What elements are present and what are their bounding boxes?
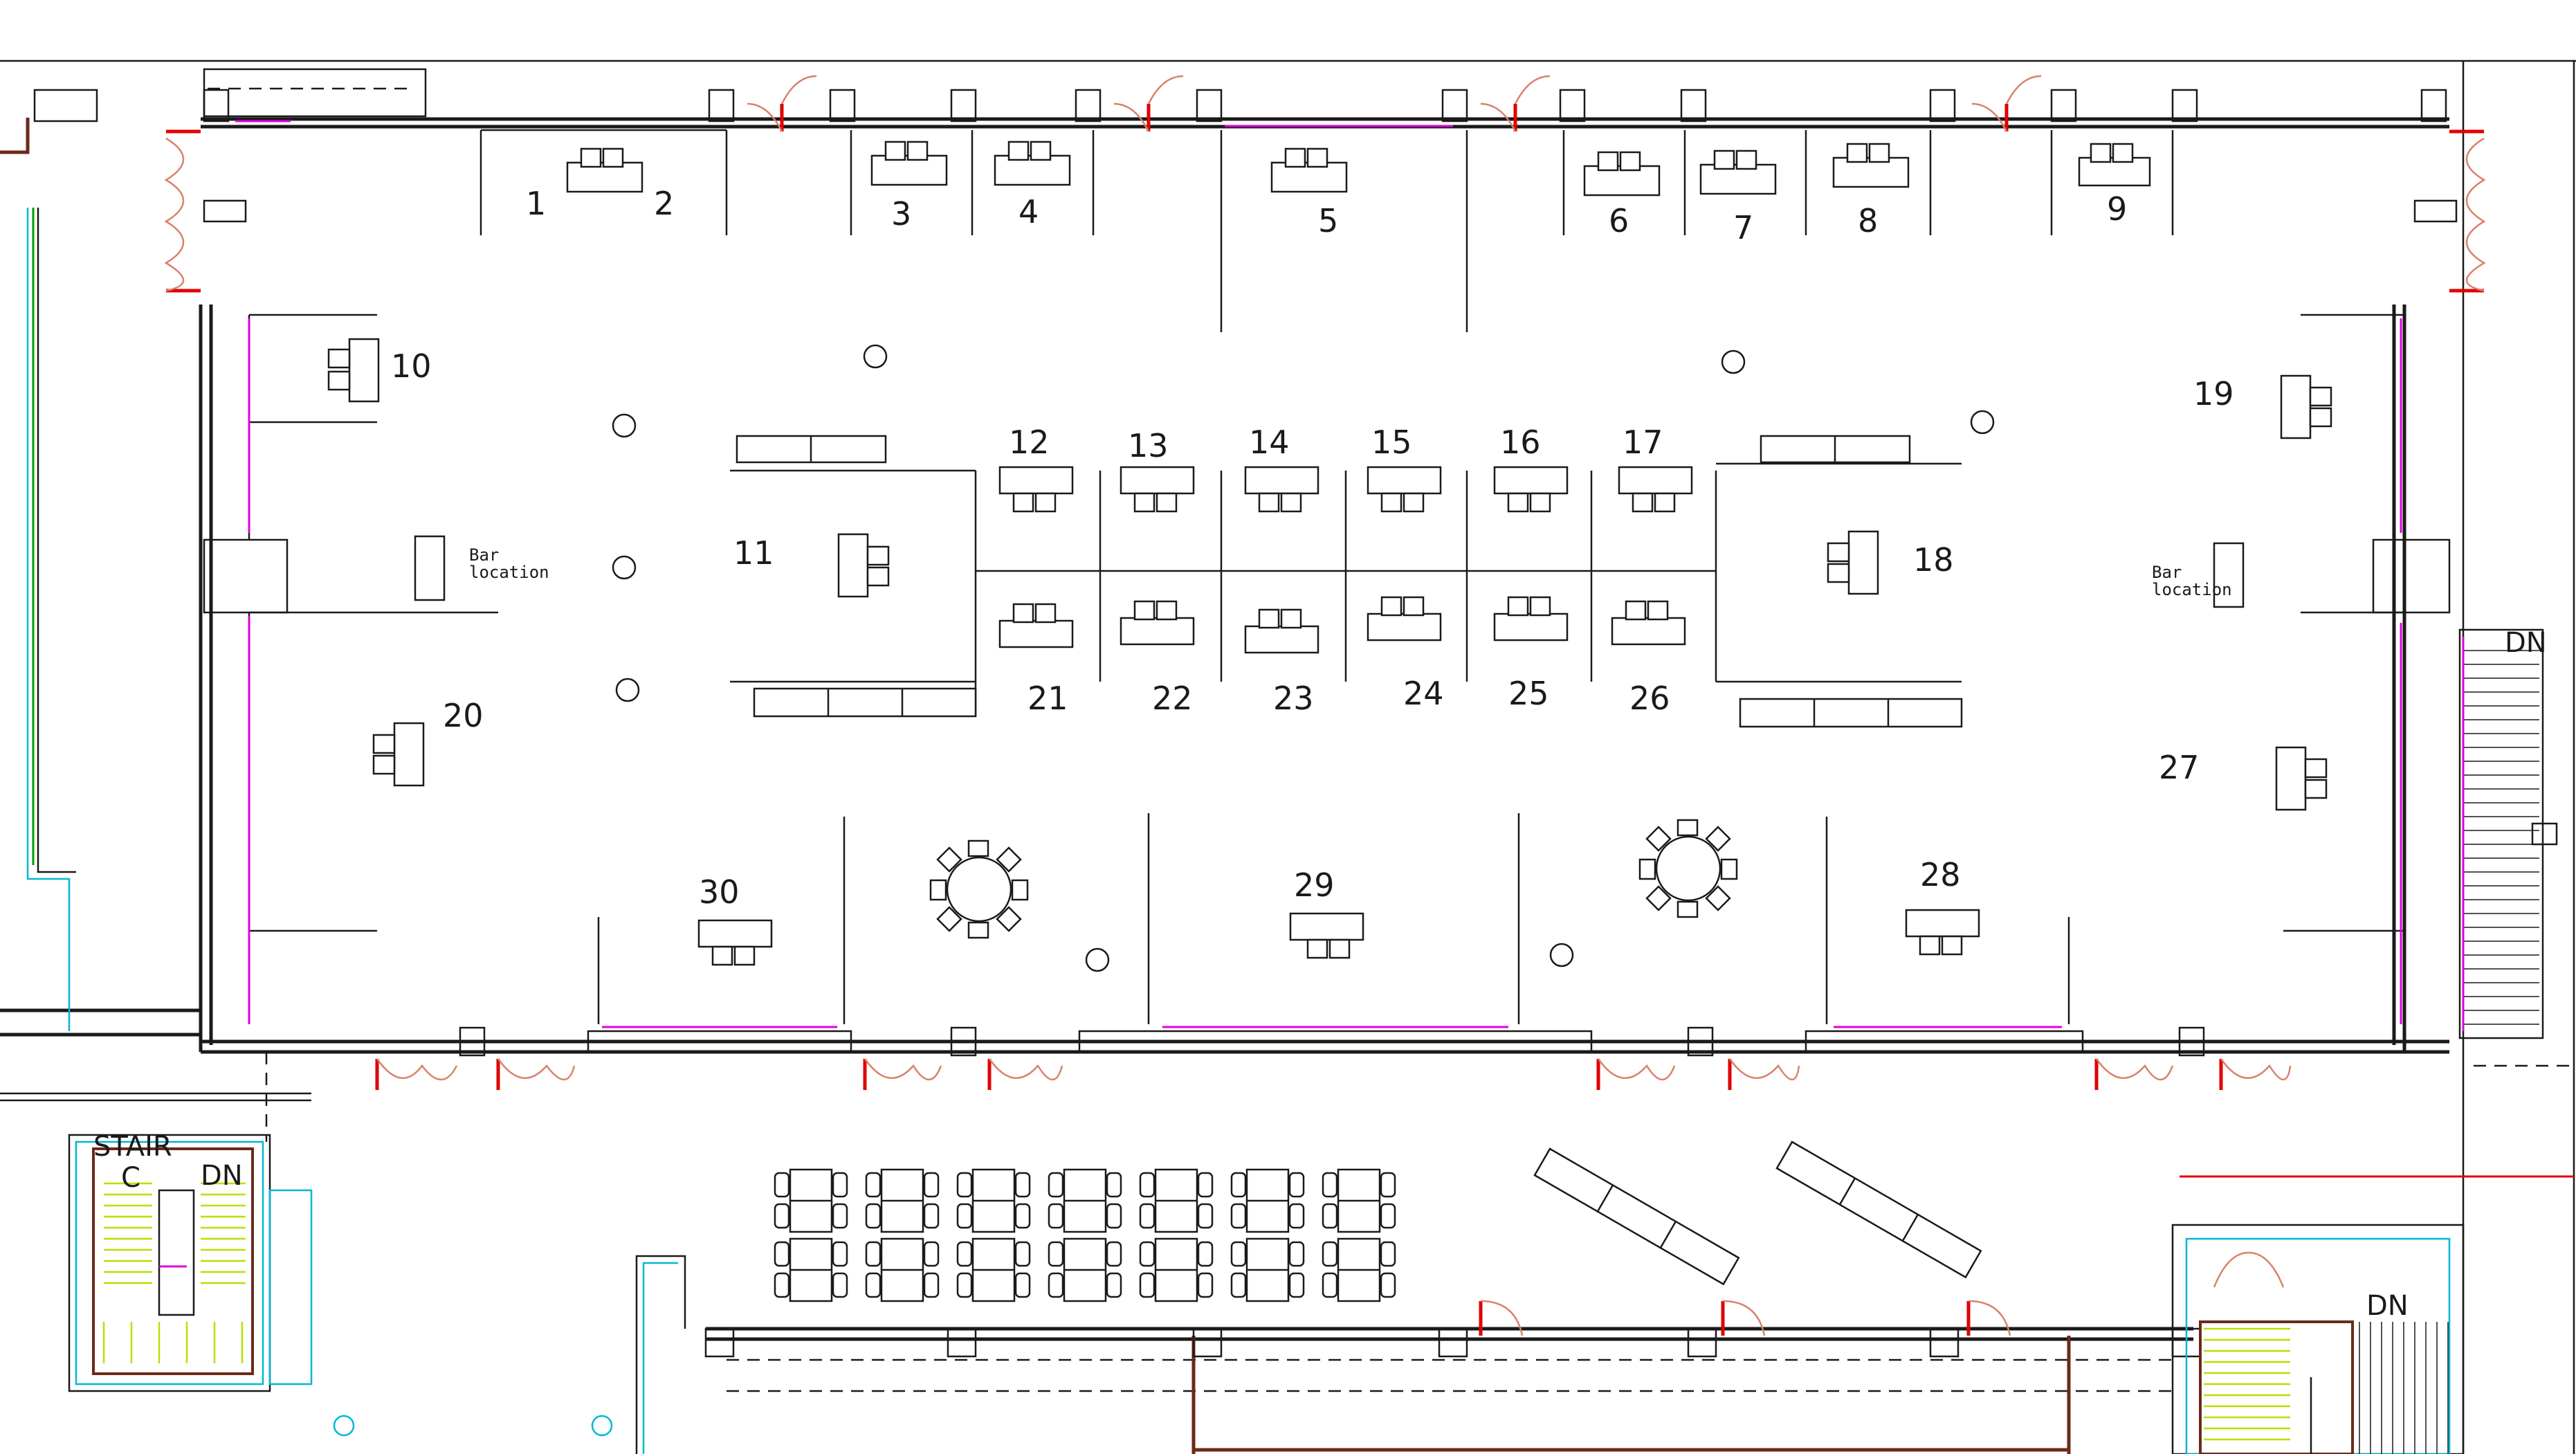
booth-label: 20 xyxy=(443,697,484,734)
booth-label: 27 xyxy=(2159,749,2200,786)
booth-label: 14 xyxy=(1249,424,1290,461)
booth-label: 21 xyxy=(1027,680,1068,717)
lobby-table xyxy=(1139,1237,1214,1302)
lobby-table xyxy=(1139,1168,1214,1233)
round-columns xyxy=(612,344,1995,972)
booth-label: 23 xyxy=(1273,680,1314,717)
lobby-table xyxy=(865,1168,940,1233)
lobby-table xyxy=(1048,1168,1122,1233)
bar-labels: Bar location Bar location xyxy=(469,545,2232,599)
lobby-table xyxy=(774,1237,848,1302)
lobby-table xyxy=(1230,1237,1305,1302)
partitions xyxy=(203,120,2451,1053)
booth-label: 10 xyxy=(391,347,432,385)
lobby-table xyxy=(865,1237,940,1302)
columns xyxy=(203,89,2458,1358)
booth-label: 26 xyxy=(1629,680,1670,717)
booth-label: 17 xyxy=(1623,424,1663,461)
booth-label: 24 xyxy=(1403,675,1444,712)
stair-label: STAIR xyxy=(93,1131,172,1163)
booth-label: 1 xyxy=(526,185,546,222)
down-label: DN xyxy=(2366,1290,2409,1322)
bar-location-label: location xyxy=(469,563,549,582)
stair-c xyxy=(0,1052,686,1454)
booth-furniture xyxy=(327,140,2332,966)
booth-label: 25 xyxy=(1508,675,1549,712)
bar-location-label: Bar xyxy=(469,545,499,565)
down-label: DN xyxy=(201,1160,243,1192)
booth-label: 30 xyxy=(699,873,740,911)
booth-label: 11 xyxy=(733,534,774,572)
booth-label: 8 xyxy=(1858,202,1878,239)
booth-label: 9 xyxy=(2107,190,2127,228)
booth-labels: 1 2 3 4 5 6 7 8 9 10 11 12 13 14 15 16 1… xyxy=(391,185,2234,911)
booth-label: 18 xyxy=(1913,541,1954,579)
lobby-table xyxy=(774,1168,848,1233)
booth-label: 4 xyxy=(1018,193,1039,230)
lobby-seating xyxy=(774,1168,1396,1302)
long-tables xyxy=(414,435,2245,1286)
lobby-table xyxy=(1048,1237,1122,1302)
booth-label: 15 xyxy=(1371,424,1412,461)
booth-label: 19 xyxy=(2193,375,2234,412)
lobby-table xyxy=(956,1237,1031,1302)
lobby-table xyxy=(1322,1237,1396,1302)
stair-letter: C xyxy=(121,1162,140,1194)
booth-label: 5 xyxy=(1318,202,1338,239)
stair-labels: STAIR C DN DN DN xyxy=(93,627,2547,1322)
booth-label: 2 xyxy=(654,185,674,222)
booth-label: 16 xyxy=(1500,424,1541,461)
booth-label: 12 xyxy=(1009,424,1050,461)
down-label: DN xyxy=(2505,627,2547,659)
booth-label: 7 xyxy=(1733,209,1753,246)
stair-right-lower xyxy=(2171,1224,2465,1454)
bar-location-label: location xyxy=(2152,580,2232,599)
lobby-table xyxy=(1322,1168,1396,1233)
stair-right-upper xyxy=(2458,628,2574,1067)
booth-label: 22 xyxy=(1152,680,1193,717)
doors xyxy=(164,75,2486,1336)
lobby-table xyxy=(956,1168,1031,1233)
bar-location-label: Bar xyxy=(2152,563,2182,582)
booth-label: 13 xyxy=(1128,427,1169,464)
booth-label: 29 xyxy=(1294,866,1335,904)
booth-label: 6 xyxy=(1609,202,1629,239)
booth-label: 3 xyxy=(891,195,911,233)
booth-label: 28 xyxy=(1920,856,1961,893)
lobby-table xyxy=(1230,1168,1305,1233)
